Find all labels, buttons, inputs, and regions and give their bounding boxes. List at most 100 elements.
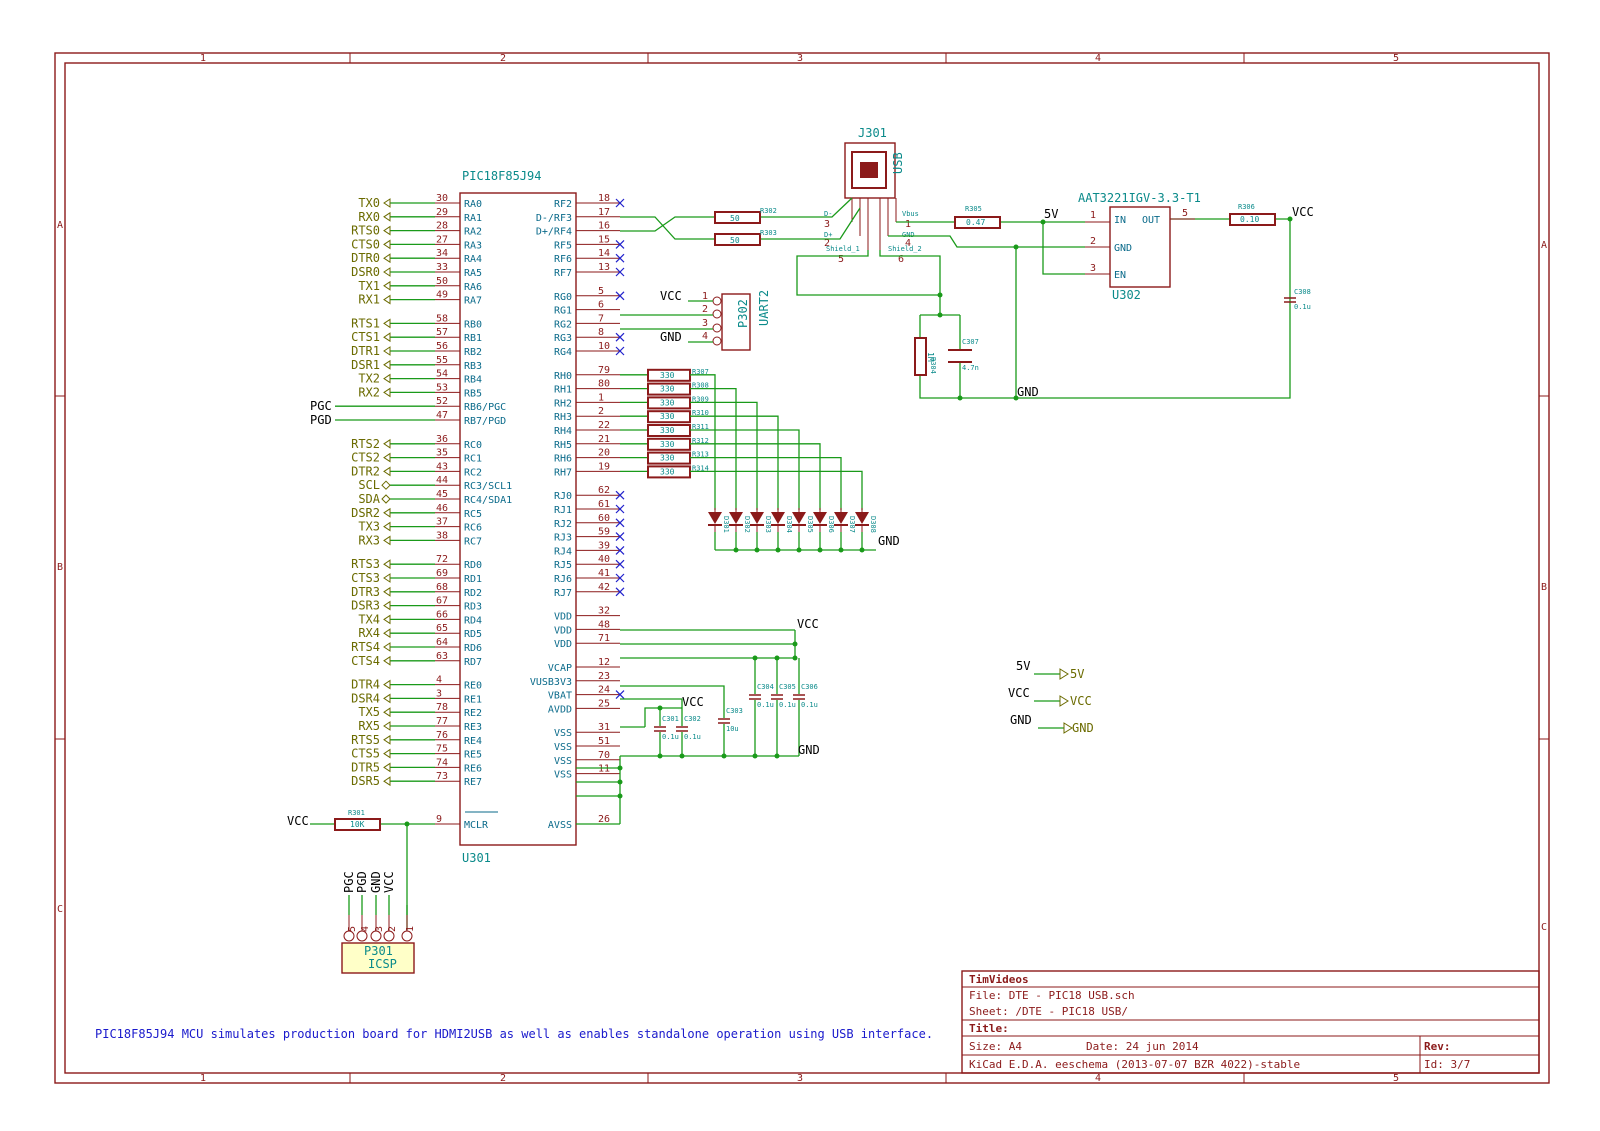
r302-ref: R302 <box>760 207 777 215</box>
reg-pin-out: OUT <box>1142 215 1160 226</box>
led-d306[interactable]: D306 <box>813 508 835 533</box>
reg-pin-in: IN <box>1114 215 1126 226</box>
tb-size: Size: A4 <box>969 1040 1022 1053</box>
tb-title: Title: <box>969 1022 1009 1035</box>
uart-pin-3: 3 <box>702 318 708 329</box>
led-d303[interactable]: D303 <box>750 508 772 533</box>
regulator-body[interactable] <box>1109 206 1171 288</box>
icsp-pin-number: 3 <box>374 926 385 932</box>
usb-pin-1-num: 1 <box>905 219 911 230</box>
tb-sheet: Sheet: /DTE - PIC18 USB/ <box>969 1005 1128 1018</box>
pin-number: 4 <box>436 675 442 686</box>
pin-number: 12 <box>598 657 610 668</box>
resistor-r305[interactable]: R305 0.47 <box>954 205 1001 229</box>
pin-number: 17 <box>598 207 610 218</box>
mcu-right-pins: 18RF217D-/RF316D+/RF415RF514RF613RF75RG0… <box>530 193 625 831</box>
led-resistor-ref: R311 <box>692 423 709 431</box>
icsp-net-label: VCC <box>382 871 396 893</box>
vcc-net-label-vdd: VCC <box>797 617 819 631</box>
usb-ref-label: J301 <box>858 126 887 140</box>
pin-number: 1 <box>598 392 604 403</box>
resistor-r303[interactable]: R303 50 <box>714 229 777 246</box>
flag-5v-from: 5V <box>1016 659 1030 673</box>
led-resistor-ref: R312 <box>692 437 709 445</box>
net-label-rx3: RX3 <box>358 533 380 547</box>
pin-name: RF7 <box>554 268 572 279</box>
vcc-net-label-reg: VCC <box>1292 205 1314 219</box>
pin-name: RH7 <box>554 467 572 478</box>
pin-number: 45 <box>436 489 448 500</box>
vcc-net-label-uart: VCC <box>660 289 682 303</box>
led-resistor-ref: R307 <box>692 368 709 376</box>
tb-date: Date: 24 jun 2014 <box>1086 1040 1199 1053</box>
pin-name: RE7 <box>464 777 482 788</box>
pin-number: 72 <box>436 554 448 565</box>
pin-name: RF6 <box>554 254 572 265</box>
pin-number: 48 <box>598 619 610 630</box>
net-label-scl: SCL <box>358 478 380 492</box>
pin-name: RC5 <box>464 509 482 520</box>
resistor-r301[interactable]: R301 10K <box>334 809 381 831</box>
resistor-r306[interactable]: R306 0.10 <box>1229 203 1276 226</box>
mcu-body[interactable] <box>459 192 577 846</box>
led-d301[interactable]: D301 <box>708 508 730 533</box>
capacitor-c308[interactable]: C308 0.1u <box>1284 288 1311 311</box>
pin-number: 38 <box>436 530 448 541</box>
pin-name: RC4/SDA1 <box>464 495 512 506</box>
led-d302[interactable]: D302 <box>729 508 751 533</box>
net-label-tx2: TX2 <box>358 372 380 386</box>
pin-number: 47 <box>436 410 448 421</box>
net-label-dtr4: DTR4 <box>351 678 380 692</box>
pin-name: VSS <box>554 728 572 739</box>
icsp-body[interactable] <box>341 942 415 974</box>
pin-name: RG4 <box>554 347 572 358</box>
led-d304[interactable]: D304 <box>771 508 793 533</box>
5v-net-label: 5V <box>1044 207 1058 221</box>
pin-number: 46 <box>436 503 448 514</box>
led-resistor-value: 330 <box>660 426 675 435</box>
cap-ref: C301 <box>662 715 679 723</box>
net-label-rts4: RTS4 <box>351 640 380 654</box>
uart-body[interactable] <box>721 293 751 351</box>
pin-name: RC7 <box>464 536 482 547</box>
led-d305[interactable]: D305 <box>792 508 814 533</box>
capacitor-c307[interactable]: C307 4.7n <box>948 338 979 372</box>
led-d307[interactable]: D307 <box>834 508 856 533</box>
reg-pin-3-num: 3 <box>1090 263 1096 274</box>
resistor-r304[interactable]: 1M R304 <box>914 337 937 376</box>
cap-ref: C304 <box>757 683 774 691</box>
net-label-dsr4: DSR4 <box>351 691 380 705</box>
r304-value: 1M <box>926 352 935 362</box>
cap-value: 0.1u <box>779 701 796 709</box>
resistor-r302[interactable]: R302 50 <box>714 207 777 224</box>
pin-name: RA2 <box>464 227 482 238</box>
led-ref: D305 <box>806 516 814 533</box>
pin-name: RC3/SCL1 <box>464 481 512 492</box>
mcu-symbol: PIC18F85J94 U301 30RA0TX029RA1RX028RA2RT… <box>310 169 625 865</box>
zone-col-3-bottom: 3 <box>797 1073 803 1084</box>
pin-name: RE1 <box>464 694 482 705</box>
pin-name: RG3 <box>554 333 572 344</box>
led-d308[interactable]: D308 <box>855 508 877 533</box>
reg-pin-2-num: 2 <box>1090 236 1096 247</box>
uart-pin-1: 1 <box>702 291 708 302</box>
led-ref: D306 <box>827 516 835 533</box>
pin-number: 36 <box>436 434 448 445</box>
pin-name: RG2 <box>554 319 572 330</box>
